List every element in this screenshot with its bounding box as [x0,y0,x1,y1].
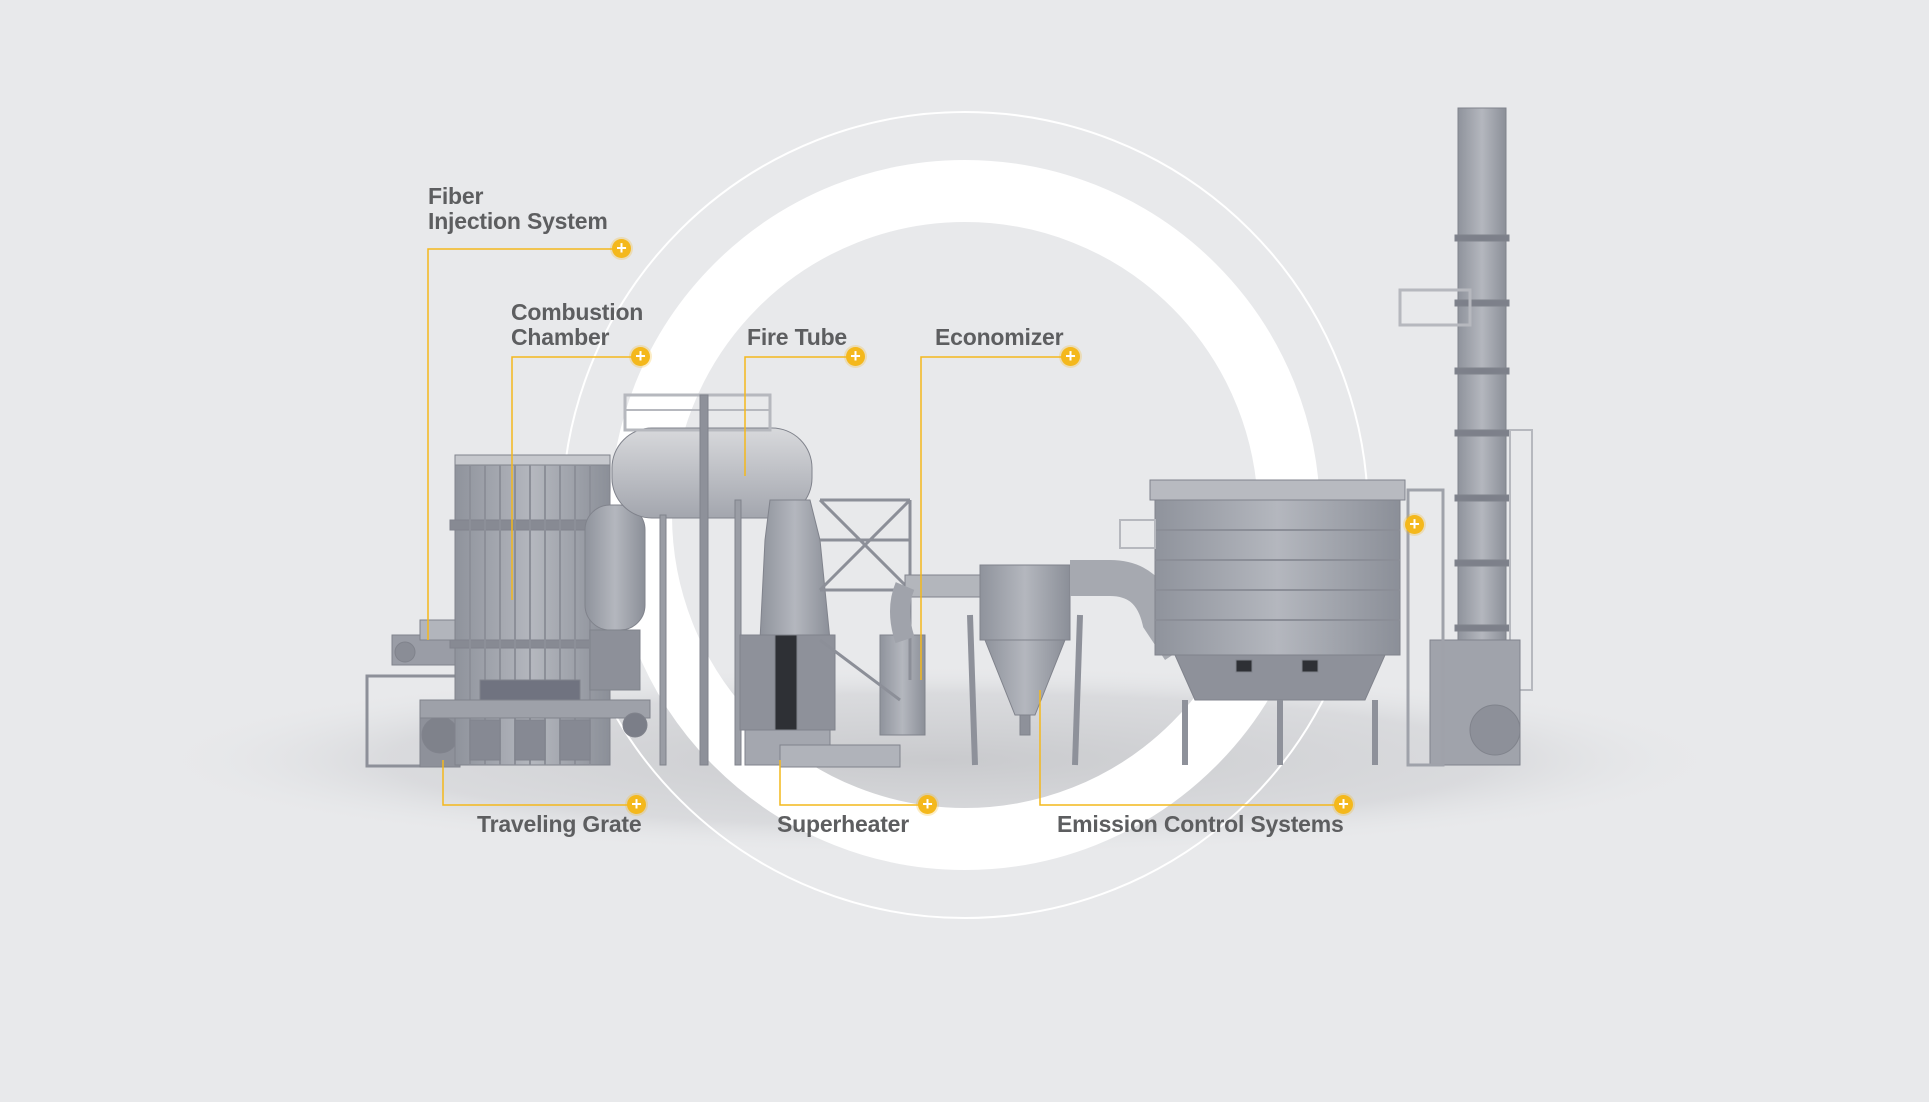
plus-icon: + [1065,346,1076,366]
hotspot-traveling-grate[interactable]: + [627,795,646,814]
superheater-body [739,498,926,768]
leader-economizer [920,356,1070,680]
leader-superheater [779,760,927,806]
leader-fiber-injection [427,248,621,640]
plus-icon: + [850,346,861,366]
plus-icon: + [635,346,646,366]
plus-icon: + [1338,794,1349,814]
hotspot-stack[interactable]: + [1405,515,1424,534]
label-superheater: Superheater [777,811,910,837]
plus-icon: + [616,238,627,258]
traveling-grate-body [419,699,651,761]
hotspot-emission-control-systems[interactable]: + [1334,795,1353,814]
exhaust-stack [1398,107,1533,767]
label-fire-tube: Fire Tube [747,324,848,350]
leader-traveling-grate [442,760,636,806]
leader-emission-control [1039,690,1343,806]
label-traveling-grate: Traveling Grate [477,811,642,837]
fire-tube-body [611,393,813,766]
label-emission-control-systems: Emission Control Systems [1057,811,1344,837]
hotspot-superheater[interactable]: + [918,795,937,814]
boiler-equipment [365,107,1533,768]
plus-icon: + [1409,514,1420,534]
label-economizer: Economizer [935,324,1064,350]
leader-lines [427,248,1343,806]
hotspot-economizer[interactable]: + [1061,347,1080,366]
emission-control-body [1119,479,1406,765]
cyclone-body [967,564,1083,766]
leader-combustion-chamber [511,356,640,600]
plus-icon: + [631,794,642,814]
hotspot-fiber-injection-system[interactable]: + [612,239,631,258]
label-combustion-chamber: Combustion Chamber [511,299,644,350]
leader-fire-tube [744,356,855,476]
label-fiber-injection-system: Fiber Injection System [428,183,608,234]
steam-vessel [584,504,646,691]
hotspot-fire-tube[interactable]: + [846,347,865,366]
hotspot-combustion-chamber[interactable]: + [631,347,650,366]
plus-icon: + [922,794,933,814]
